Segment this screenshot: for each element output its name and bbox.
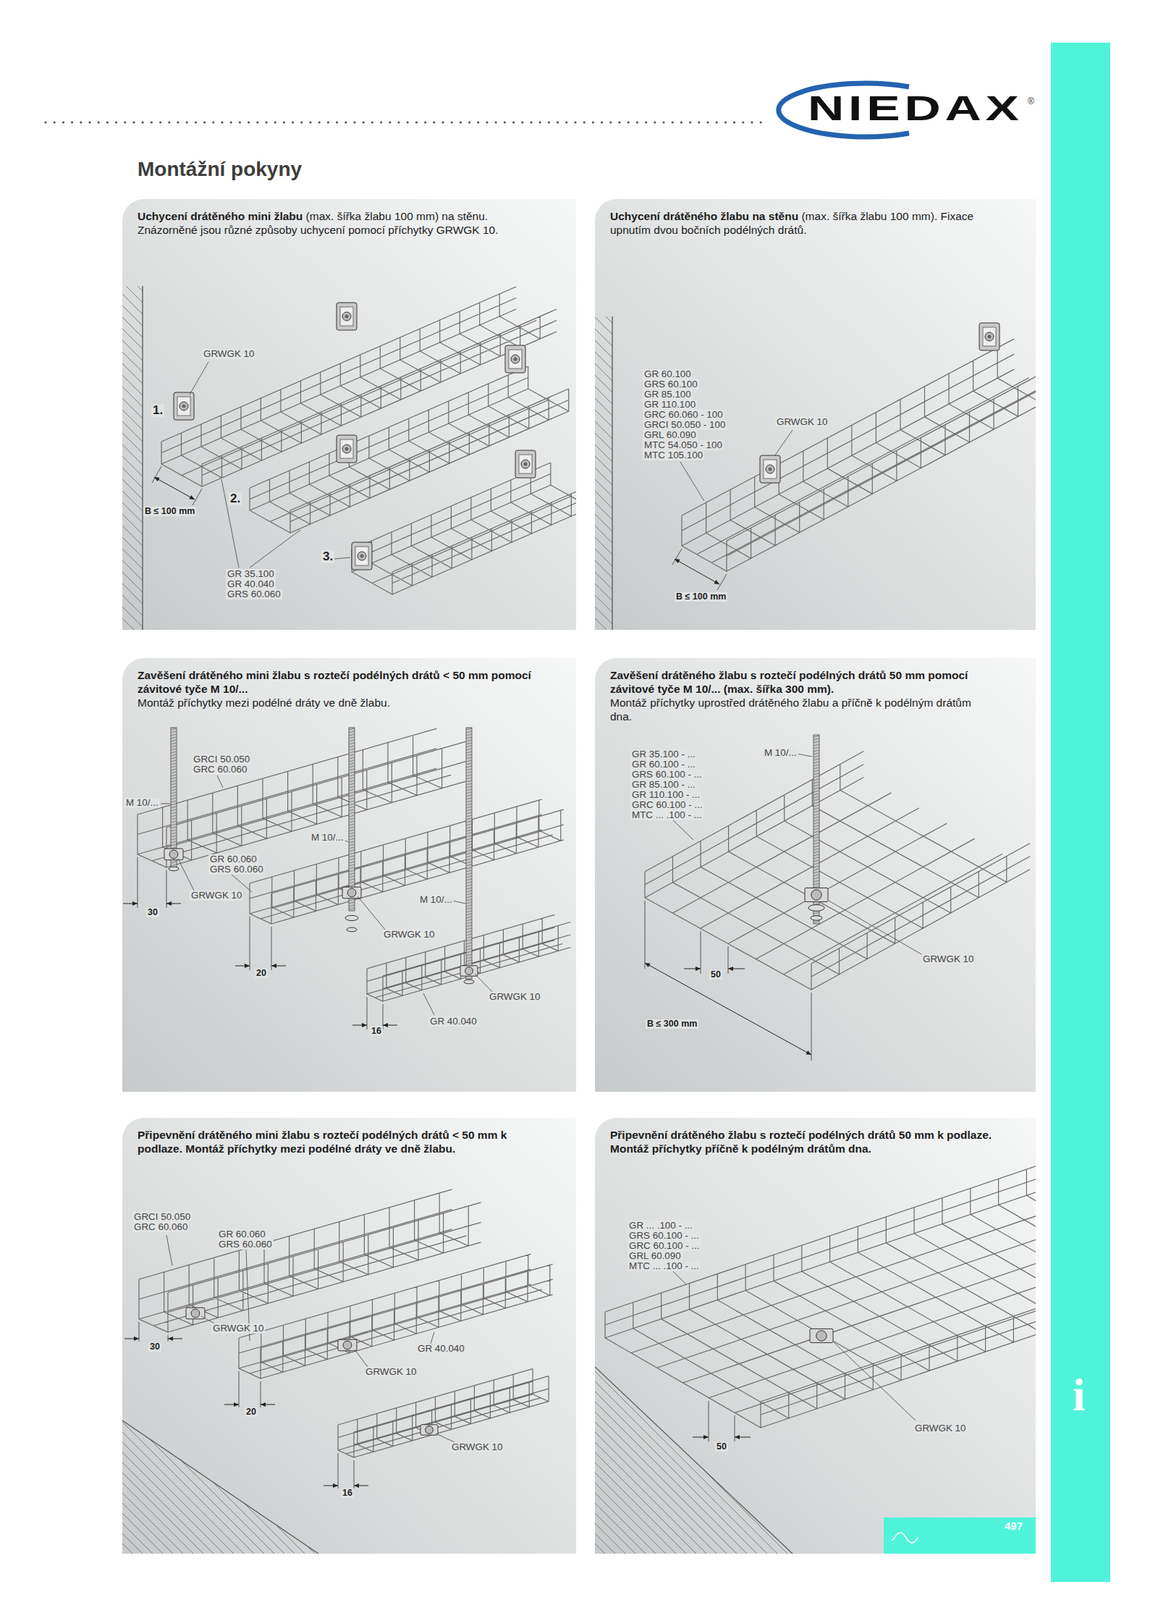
dimension-label: 50 (709, 969, 723, 980)
dotted-rule (45, 120, 766, 124)
part-label: M 10/... (418, 894, 454, 905)
part-label: M 10/... (124, 797, 160, 808)
part-label: GR 110.100 (642, 399, 697, 410)
part-label: MTC 105.100 (642, 450, 705, 461)
part-label: GRWGK 10 (921, 953, 975, 965)
part-label: GRWGK 10 (913, 1422, 967, 1434)
part-label: GR 60.060 (208, 854, 259, 865)
part-label: GRWGK 10 (211, 1323, 265, 1334)
wall-mount-illustration (122, 199, 577, 630)
part-label: GRC 60.060 - 100 (642, 409, 725, 420)
part-label: GRCI 50.050 (191, 754, 252, 765)
part-label: GR 40.040 (428, 1016, 479, 1027)
info-icon: i (1072, 1371, 1086, 1418)
part-label: GRC 60.060 (132, 1221, 189, 1232)
part-label: GRS 60.100 - ... (630, 769, 704, 780)
panel-heading: Uchycení drátěného mini žlabu (137, 209, 303, 223)
part-label: GR 40.040 (225, 579, 276, 590)
panel-text-block: Zavěšení drátěného mini žlabu s roztečí … (122, 657, 548, 710)
callout-number: 2. (228, 492, 242, 506)
part-label: GR 60.060 (217, 1228, 268, 1240)
part-label: GR 35.100 - ... (630, 749, 697, 760)
part-label: GRWGK 10 (189, 890, 244, 901)
dimension-label: B ≤ 100 mm (143, 506, 197, 517)
callout-number: 3. (321, 550, 335, 564)
part-label: GRS 60.100 - ... (627, 1230, 701, 1241)
part-label: GR 60.100 (642, 369, 693, 380)
dimension-label: B ≤ 100 mm (674, 592, 728, 602)
dimension-label: 16 (340, 1488, 354, 1498)
panel-text-block: Uchycení drátěného mini žlabu(max. šířka… (122, 199, 548, 238)
dimension-label: 30 (146, 907, 160, 917)
part-label: GR 60.100 - ... (630, 759, 697, 770)
page-number: 497 (1004, 1519, 1023, 1532)
panel-body: Montáž příchytky uprostřed drátěného žla… (610, 696, 993, 724)
part-label: GRS 60.100 (642, 379, 700, 390)
dimension-label: 20 (254, 968, 268, 978)
part-label: GRC 60.100 - ... (630, 799, 705, 810)
panel-heading: Připevnění drátěného žlabu s roztečí pod… (610, 1128, 993, 1156)
part-label: GRWGK 10 (201, 348, 256, 359)
part-label: GRWGK 10 (364, 1366, 418, 1377)
part-label: GRS 60.060 (217, 1239, 274, 1250)
dimension-label: 30 (148, 1341, 162, 1352)
panel-body: Montáž příchytky mezi podélné dráty ve d… (137, 696, 533, 710)
part-label: MTC ... .100 - ... (630, 809, 704, 821)
floor-mount-illustration (594, 1117, 1036, 1554)
part-label: GR 35.100 (225, 568, 276, 579)
side-bar (1050, 42, 1111, 1582)
callout-number: 1. (151, 403, 165, 417)
panel-text-block: Zavěšení drátěného žlabu s roztečí podél… (594, 657, 1007, 724)
part-label: GRS 60.060 (225, 589, 283, 600)
part-label: MTC ... .100 - ... (627, 1260, 701, 1271)
dimension-label: B ≤ 300 mm (645, 1019, 699, 1029)
rod-suspension-illustration (122, 657, 577, 1092)
page-title: Montážní pokyny (137, 157, 302, 181)
instruction-panel: Uchycení drátěného mini žlabu(max. šířka… (122, 199, 577, 630)
part-label: GRCI 50.050 - 100 (642, 419, 727, 430)
part-label: GRWGK 10 (775, 416, 829, 428)
part-label: GR 110.100 - ... (630, 789, 702, 800)
part-label: GRL 60.090 (642, 429, 698, 441)
instruction-panel: Zavěšení drátěného mini žlabu s roztečí … (122, 657, 577, 1092)
part-label: GRWGK 10 (487, 991, 542, 1002)
registered-mark: ® (1027, 96, 1035, 107)
dimension-label: 20 (244, 1406, 258, 1417)
panel-heading: Zavěšení drátěného mini žlabu s roztečí … (137, 668, 533, 697)
part-label: GRCI 50.050 (132, 1211, 192, 1222)
part-label: M 10/... (309, 832, 346, 843)
part-label: GR 40.040 (416, 1343, 467, 1354)
part-label: GR ... .100 - ... (627, 1220, 695, 1231)
panel-text-block: Uchycení drátěného žlabu na stěnu(max. š… (594, 199, 1007, 238)
part-label: GRWGK 10 (450, 1441, 504, 1452)
panel-heading: Uchycení drátěného žlabu na stěnu (610, 209, 799, 223)
panel-heading: Zavěšení drátěného žlabu s roztečí podél… (610, 668, 993, 697)
panel-heading: Připevnění drátěného mini žlabu s rozteč… (137, 1128, 533, 1156)
instruction-panel: Připevnění drátěného žlabu s roztečí pod… (594, 1117, 1036, 1554)
part-label: GR 85.100 - ... (630, 779, 697, 790)
part-label: MTC 54.050 - 100 (642, 440, 724, 451)
dimension-label: 50 (715, 1441, 729, 1452)
panel-text-block: Připevnění drátěného mini žlabu s rozteč… (122, 1117, 548, 1156)
part-label: GRL 60.090 (627, 1250, 683, 1261)
dimension-label: 16 (369, 1026, 383, 1036)
part-label: GRWGK 10 (382, 929, 436, 940)
brand-logo: NIEDAX (807, 91, 1024, 126)
part-label: M 10/... (762, 747, 799, 758)
part-label: GRC 60.060 (191, 764, 249, 775)
part-label: GR 85.100 (642, 389, 693, 400)
panel-text-block: Připevnění drátěného žlabu s roztečí pod… (594, 1117, 1007, 1156)
part-label: GRC 60.100 - ... (627, 1240, 702, 1251)
part-label: GRS 60.060 (208, 864, 265, 875)
